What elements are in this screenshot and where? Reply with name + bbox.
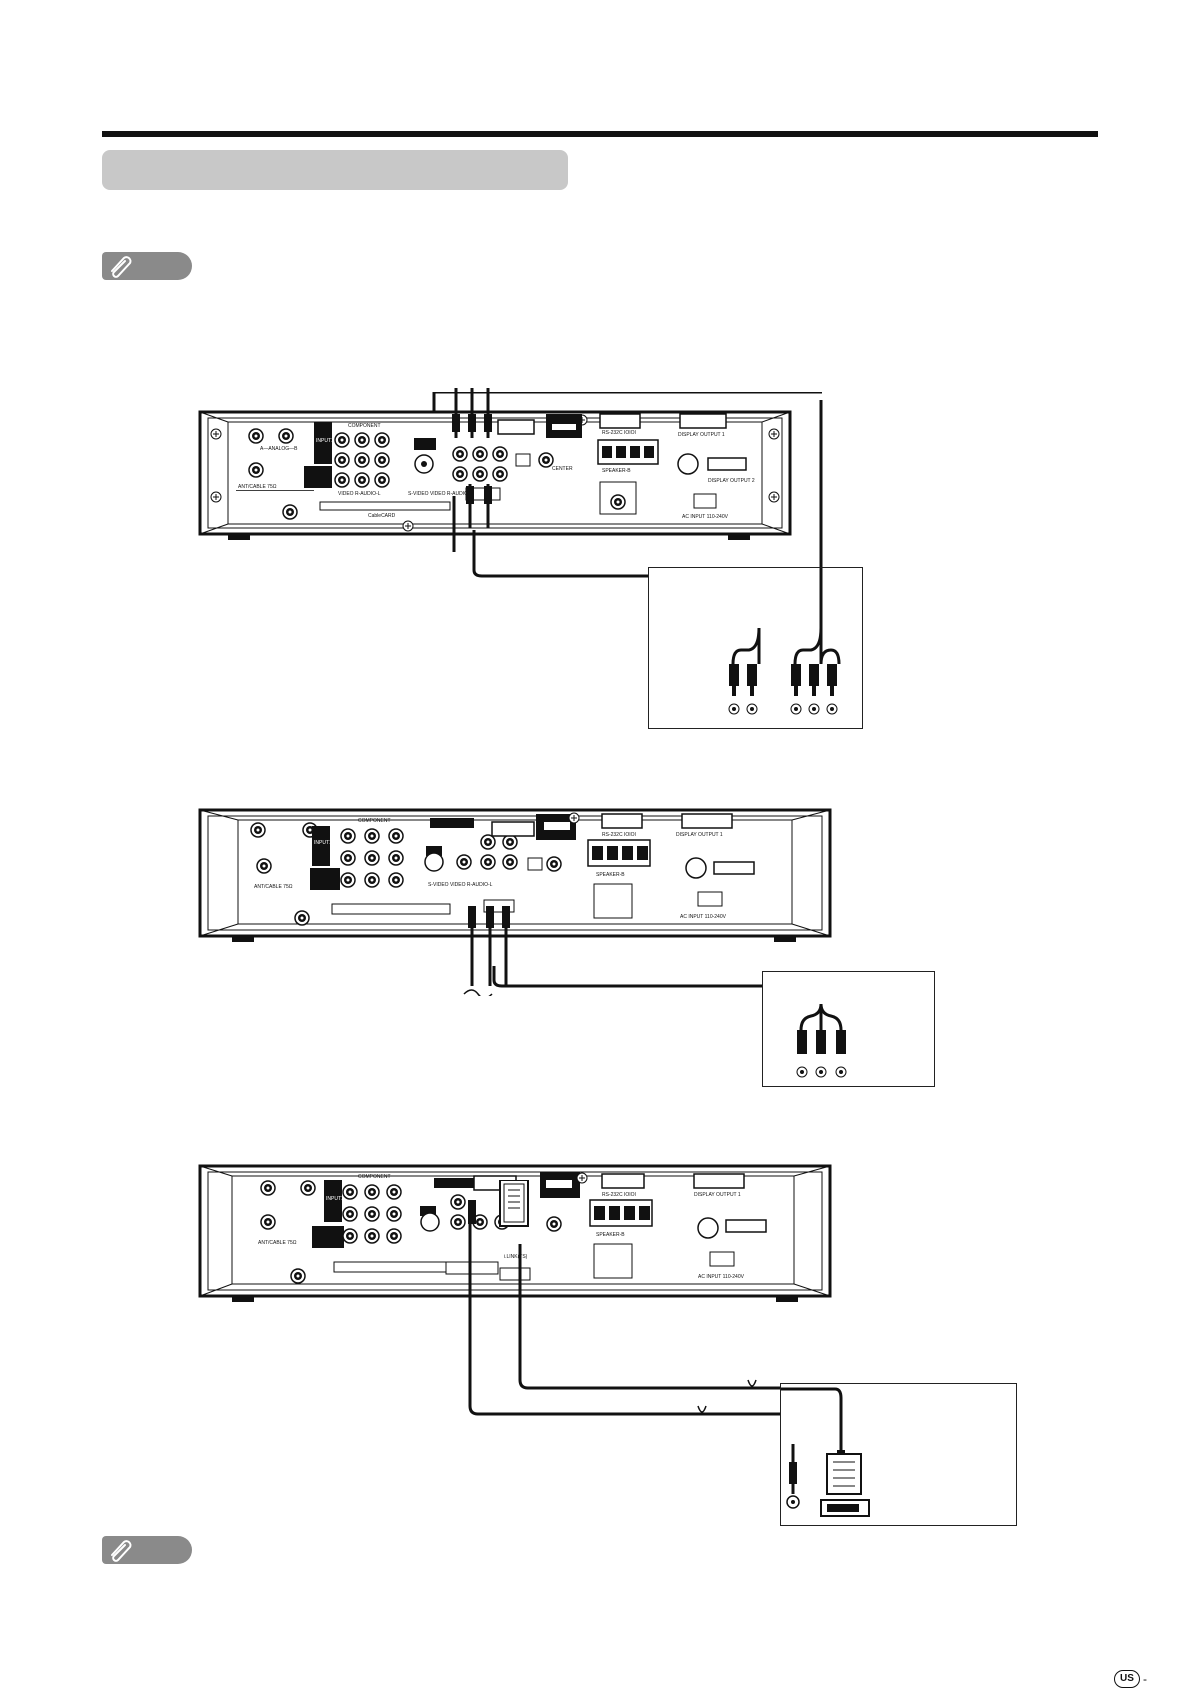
svg-text:S-VIDEO VIDEO R-AUDIO-L: S-VIDEO VIDEO R-AUDIO-L — [408, 491, 473, 497]
svg-text:ANT/CABLE 75Ω: ANT/CABLE 75Ω — [258, 1240, 297, 1246]
svg-text:DISPLAY OUTPUT 1: DISPLAY OUTPUT 1 — [694, 1192, 741, 1198]
tv-rear-panel-1: A—ANALOG—B ANT/CABLE 75Ω INPUT1 COMPONEN… — [198, 392, 822, 552]
svg-text:A—ANALOG—B: A—ANALOG—B — [260, 446, 298, 452]
svg-text:CableCARD: CableCARD — [368, 513, 396, 519]
svg-text:SPEAKER-B: SPEAKER-B — [602, 468, 631, 474]
external-device-box-1 — [648, 567, 863, 729]
svg-text:S-VIDEO VIDEO R-AUDIO-L: S-VIDEO VIDEO R-AUDIO-L — [428, 882, 493, 888]
note-badge — [102, 1536, 192, 1564]
svg-text:SPEAKER-B: SPEAKER-B — [596, 872, 625, 878]
svg-text:ANT/CABLE 75Ω: ANT/CABLE 75Ω — [254, 884, 293, 890]
rca-plug-group-1 — [728, 568, 841, 715]
plugs-panel-3 — [468, 1180, 529, 1227]
diagram-2-panel: ANT/CABLE 75Ω INPUT1 COMPONENT S-VIDEO V… — [198, 800, 842, 950]
audio-plugs-bottom-1 — [466, 484, 492, 528]
external-device-box-3 — [780, 1383, 1017, 1526]
svg-text:INPUT1: INPUT1 — [314, 840, 332, 846]
diagram-3-panel: ANT/CABLE 75Ω INPUT1 COMPONENT i.LINK(TS… — [198, 1162, 842, 1312]
svg-text:ANT/CABLE 75Ω: ANT/CABLE 75Ω — [238, 484, 277, 490]
component-plugs-top-1 — [452, 388, 492, 438]
tv-rear-panel-3: ANT/CABLE 75Ω INPUT1 COMPONENT i.LINK(TS… — [198, 1164, 832, 1302]
note-badge — [102, 252, 192, 280]
svg-text:AC INPUT 110-240V: AC INPUT 110-240V — [698, 1274, 745, 1280]
svg-text:COMPONENT: COMPONENT — [348, 423, 381, 429]
svg-text:DISPLAY OUTPUT 1: DISPLAY OUTPUT 1 — [678, 432, 725, 438]
svg-text:DISPLAY OUTPUT 1: DISPLAY OUTPUT 1 — [676, 832, 723, 838]
cable-break-icon — [697, 1405, 707, 1413]
svg-text:VIDEO R-AUDIO-L: VIDEO R-AUDIO-L — [338, 491, 381, 497]
cable-break-icon — [463, 989, 493, 996]
plugs-panel-2 — [463, 906, 510, 996]
svg-text:AC INPUT 110-240V: AC INPUT 110-240V — [682, 514, 729, 520]
svg-text:SPEAKER-B: SPEAKER-B — [596, 1232, 625, 1238]
tv-rear-panel-2: ANT/CABLE 75Ω INPUT1 COMPONENT S-VIDEO V… — [198, 808, 832, 942]
diagram-1-panel: A—ANALOG—B ANT/CABLE 75Ω INPUT1 COMPONEN… — [198, 392, 822, 552]
paperclip-icon — [111, 1540, 132, 1562]
dvi-and-minijack-plugs — [781, 1387, 870, 1517]
header-rule — [102, 131, 1098, 137]
cable-break-icon — [747, 1379, 757, 1387]
svg-text:INPUT1: INPUT1 — [316, 438, 334, 444]
page-number: US- — [1114, 1670, 1147, 1688]
svg-text:RS-232C IOIOI: RS-232C IOIOI — [602, 832, 636, 838]
svg-text:RS-232C IOIOI: RS-232C IOIOI — [602, 1192, 636, 1198]
svg-text:COMPONENT: COMPONENT — [358, 1174, 391, 1180]
rca-plug-group-2 — [796, 1003, 847, 1078]
svg-text:AC INPUT 110-240V: AC INPUT 110-240V — [680, 914, 727, 920]
paperclip-icon — [111, 256, 132, 278]
svg-text:DISPLAY OUTPUT 2: DISPLAY OUTPUT 2 — [708, 478, 755, 484]
page-dash: - — [1143, 1672, 1147, 1686]
section-title-band — [102, 150, 568, 190]
svg-text:COMPONENT: COMPONENT — [358, 818, 391, 824]
locale-badge: US — [1114, 1670, 1140, 1688]
external-device-box-2 — [762, 971, 935, 1087]
svg-text:i.LINK(TS): i.LINK(TS) — [504, 1254, 528, 1260]
svg-text:RS-232C IOIOI: RS-232C IOIOI — [602, 430, 636, 436]
svg-text:CENTER: CENTER — [552, 466, 573, 472]
svg-text:INPUT1: INPUT1 — [326, 1196, 344, 1202]
